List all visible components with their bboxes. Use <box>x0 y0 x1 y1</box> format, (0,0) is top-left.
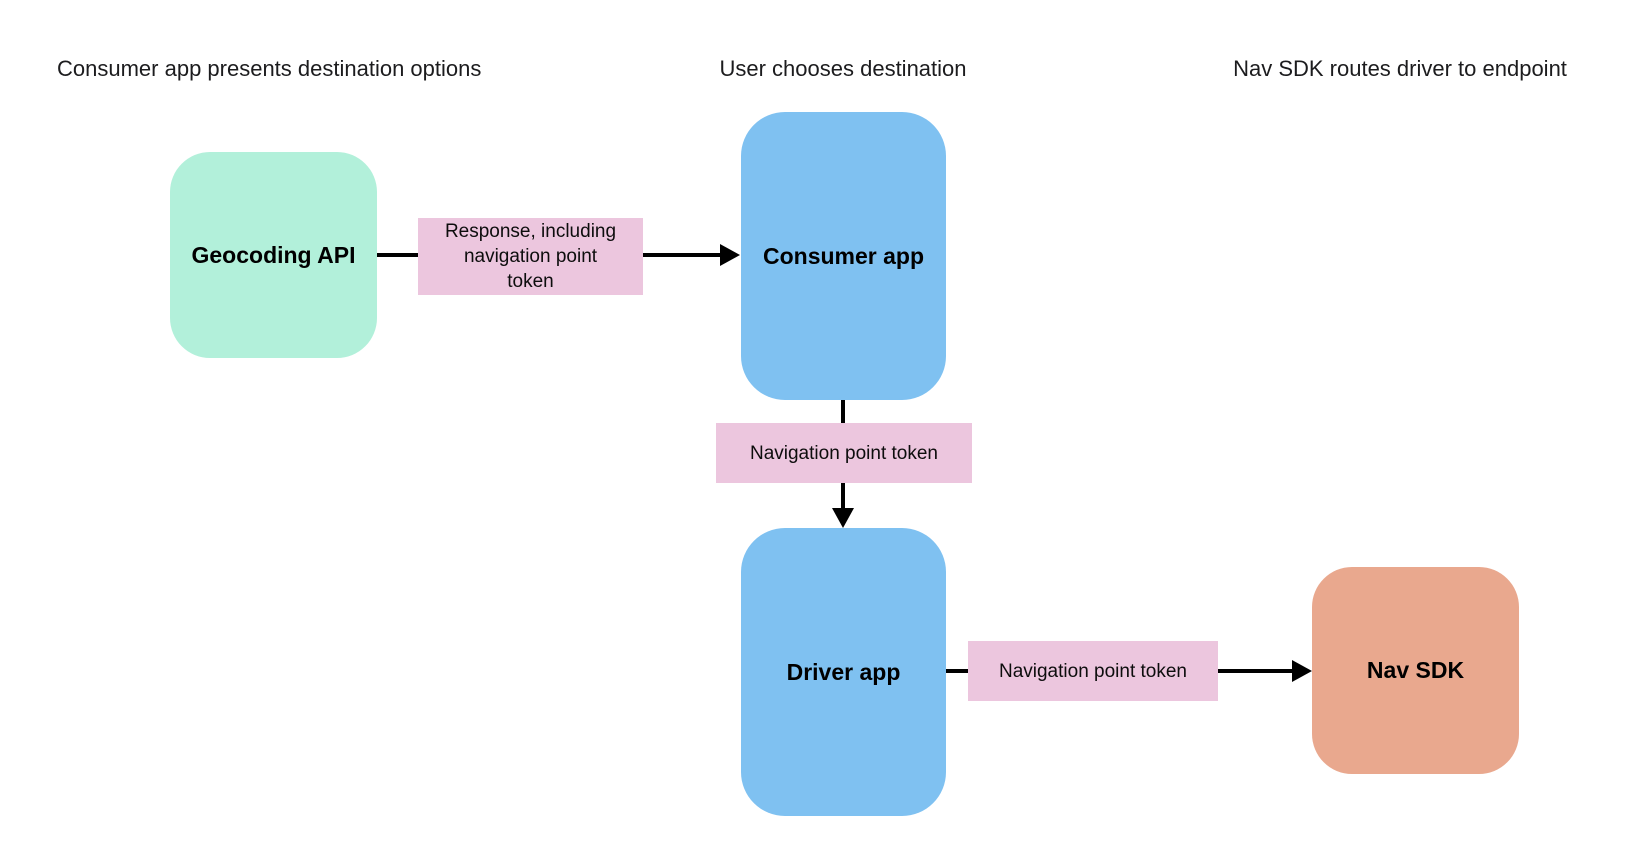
node-nav-sdk: Nav SDK <box>1312 567 1519 774</box>
node-geocoding-api: Geocoding API <box>170 152 377 358</box>
node-consumer-app: Consumer app <box>741 112 946 400</box>
lane-header-consumer-presents: Consumer app presents destination option… <box>57 56 482 81</box>
node-geocoding-api-label: Geocoding API <box>191 241 356 268</box>
edge-label-navigation-point-token-horizontal: Navigation point token <box>968 641 1218 701</box>
edge-label-response-including-navigation-point-token: Response, including navigation point tok… <box>418 218 643 295</box>
edge-geocoding-to-consumer-line-start <box>377 253 418 257</box>
edge-consumer-to-driver-line-start <box>841 400 845 423</box>
edge-driver-to-navsdk-line-start <box>946 669 968 673</box>
node-consumer-app-label: Consumer app <box>762 242 925 269</box>
arrowhead-right-icon <box>720 244 740 266</box>
node-nav-sdk-label: Nav SDK <box>1366 657 1465 683</box>
node-driver-app: Driver app <box>741 528 946 816</box>
edge-driver-to-navsdk-line-end <box>1218 669 1294 673</box>
edge-label-navigation-point-token-vertical: Navigation point token <box>716 423 972 483</box>
node-driver-app-label: Driver app <box>786 658 901 685</box>
lane-header-user-chooses: User chooses destination <box>719 56 967 81</box>
lane-header-navsdk-routes: Nav SDK routes driver to endpoint <box>1233 56 1567 81</box>
edge-consumer-to-driver-line-end <box>841 483 845 509</box>
arrowhead-right-icon <box>1292 660 1312 682</box>
edge-geocoding-to-consumer-line-end <box>643 253 722 257</box>
arrowhead-down-icon <box>832 508 854 528</box>
